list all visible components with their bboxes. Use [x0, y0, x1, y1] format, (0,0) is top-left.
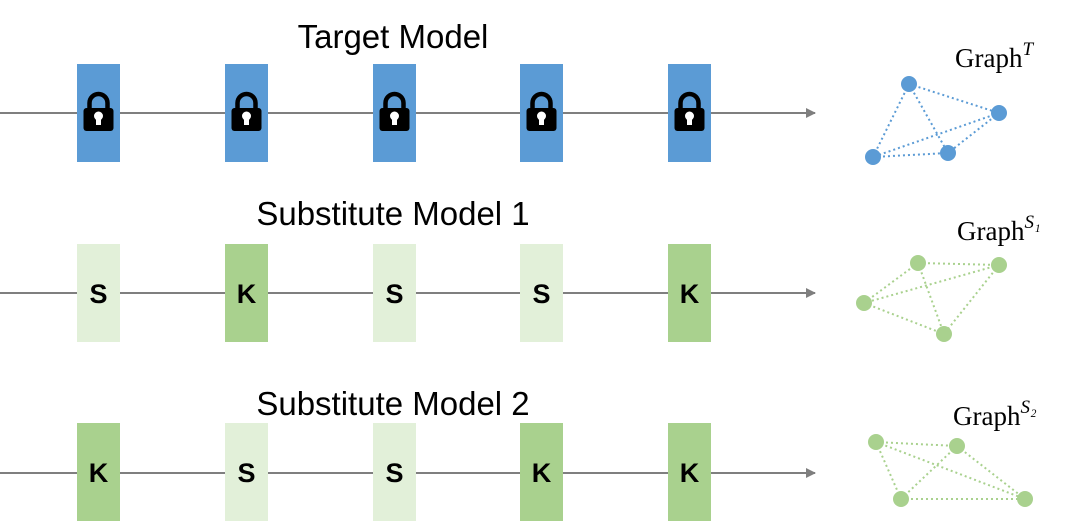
graph-node [991, 105, 1007, 121]
graph-node [856, 295, 872, 311]
layer-block: K [668, 423, 711, 521]
graph-node [865, 149, 881, 165]
layer-block [668, 64, 711, 162]
layer-block [77, 64, 120, 162]
layer-block-label: S [385, 458, 403, 488]
graph-edge [863, 302, 945, 335]
layer-block: K [668, 244, 711, 342]
graph-substitute-1 [856, 255, 1007, 342]
graph-edge [956, 445, 1026, 500]
graph-node [910, 255, 926, 271]
layer-block-rect [373, 244, 416, 342]
graph-edge [917, 262, 1000, 266]
graph-node [893, 491, 909, 507]
graph-node [936, 326, 952, 342]
layer-block-label: S [237, 458, 255, 488]
substitute-model-1-title: Substitute Model 1 [256, 195, 529, 232]
graph-s2-label: GraphS₂ [953, 397, 1037, 431]
graph-edge [872, 112, 1000, 158]
graph-edge [917, 262, 945, 335]
layer-block-label: S [532, 279, 550, 309]
layer-block-label: K [680, 279, 700, 309]
graph-node [991, 257, 1007, 273]
graph-substitute-2 [868, 434, 1033, 507]
lock-icon [231, 91, 262, 131]
layer-block [520, 64, 563, 162]
layer-block [373, 64, 416, 162]
layer-block-rect [668, 423, 711, 521]
layer-block: S [520, 244, 563, 342]
layer-block-label: K [532, 458, 552, 488]
lock-icon [674, 91, 705, 131]
row-target-model: Target Model GraphT [0, 18, 1034, 165]
layer-block-rect [225, 423, 268, 521]
layer-block-label: S [385, 279, 403, 309]
graph-edge [872, 83, 910, 158]
graph-node [940, 145, 956, 161]
graph-edge [943, 264, 1000, 335]
row-substitute-model-1: Substitute Model 1 S K S S K GraphS₁ [0, 195, 1041, 342]
graph-s1-nodes [856, 255, 1007, 342]
layer-block: S [373, 244, 416, 342]
graph-node [949, 438, 965, 454]
layer-block-label: S [89, 279, 107, 309]
layer-block [225, 64, 268, 162]
layer-block-rect [373, 423, 416, 521]
graph-edge [875, 441, 902, 500]
target-model-title: Target Model [298, 18, 489, 55]
graph-edge [908, 83, 949, 154]
layer-block-label: K [680, 458, 700, 488]
layer-block-label: K [237, 279, 257, 309]
graph-edge [863, 262, 919, 304]
graph-edge [908, 83, 1000, 114]
graph-target-label: GraphT [955, 39, 1034, 73]
layer-block: K [77, 423, 120, 521]
layer-block-rect [225, 244, 268, 342]
substitute-model-2-title: Substitute Model 2 [256, 385, 529, 422]
row-substitute-model-2: Substitute Model 2 K S S K K GraphS₂ [0, 385, 1037, 521]
graph-target [865, 76, 1007, 165]
lock-icon [379, 91, 410, 131]
graph-edge [947, 112, 1000, 154]
graph-s1-edges [863, 262, 1000, 335]
target-model-blocks [77, 64, 711, 162]
graph-node [1017, 491, 1033, 507]
lock-icon [83, 91, 114, 131]
layer-block-rect [520, 244, 563, 342]
graph-s2-nodes [868, 434, 1033, 507]
layer-block-rect [77, 244, 120, 342]
graph-edge [863, 264, 1000, 304]
layer-block-label: K [89, 458, 109, 488]
graph-target-nodes [865, 76, 1007, 165]
layer-block-rect [520, 423, 563, 521]
layer-block-rect [77, 423, 120, 521]
graph-s2-edges [875, 441, 1026, 500]
graph-edge [875, 441, 958, 447]
graph-node [868, 434, 884, 450]
layer-block: K [520, 423, 563, 521]
layer-block: S [373, 423, 416, 521]
graph-node [901, 76, 917, 92]
layer-block-rect [668, 244, 711, 342]
layer-block: S [225, 423, 268, 521]
graph-edge [875, 441, 1026, 500]
graph-target-edges [872, 83, 1000, 158]
layer-block: K [225, 244, 268, 342]
graph-s1-label: GraphS₁ [957, 212, 1041, 246]
lock-icon [526, 91, 557, 131]
layer-block: S [77, 244, 120, 342]
